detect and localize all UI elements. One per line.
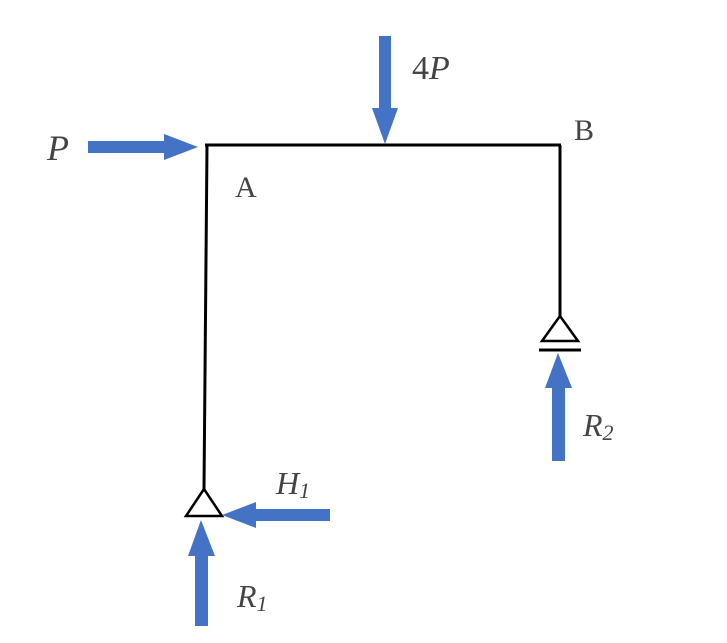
load-4p-label: 4P (412, 50, 450, 87)
reaction-r1-arrow (188, 520, 215, 626)
reaction-h1-symbol: H (275, 465, 301, 501)
load-4p-symbol: P (428, 50, 450, 87)
load-p-arrow (88, 134, 198, 160)
node-b-label: B (574, 114, 594, 147)
load-4p-arrow (372, 36, 398, 144)
reaction-r1-label: R1 (236, 578, 268, 616)
reaction-r2-subscript: 2 (603, 420, 614, 445)
reaction-r2-symbol: R (582, 407, 603, 443)
reaction-h1-label: H1 (275, 465, 310, 503)
load-4p-coefficient: 4 (412, 50, 429, 87)
reaction-r1-subscript: 1 (257, 591, 268, 616)
pin-support-left (183, 486, 225, 518)
reaction-h1-arrow (222, 502, 330, 528)
roller-support-right (539, 313, 581, 343)
left-column (202, 144, 209, 490)
reaction-r2-arrow (545, 353, 572, 461)
reaction-r2-label: R2 (582, 407, 614, 445)
reaction-r1-symbol: R (236, 578, 257, 614)
load-p-label: P (46, 128, 69, 168)
reaction-h1-subscript: 1 (299, 478, 310, 503)
node-a-label: A (235, 171, 257, 204)
